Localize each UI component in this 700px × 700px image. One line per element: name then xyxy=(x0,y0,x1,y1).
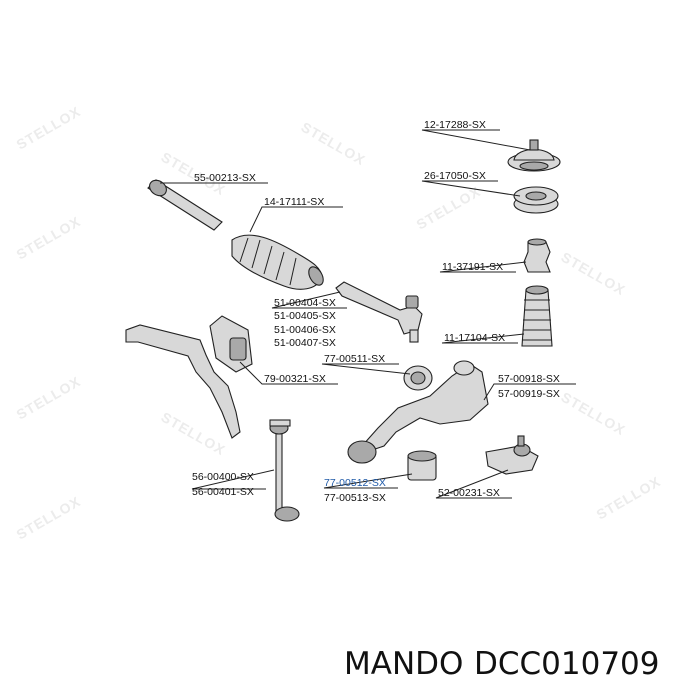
strut-bearing xyxy=(513,186,559,214)
watermark-text: STELLOX xyxy=(594,473,664,523)
watermark-text: STELLOX xyxy=(414,183,484,233)
label-11-37191: 11-37191-SX xyxy=(442,261,503,273)
watermark-text: STELLOX xyxy=(14,103,84,153)
label-12-17288: 12-17288-SX xyxy=(424,119,486,131)
tie-rod-end xyxy=(335,281,423,343)
watermark-text: STELLOX xyxy=(14,493,84,543)
bump-stop xyxy=(523,238,551,273)
label-51-00406: 51-00406-SX xyxy=(274,324,336,336)
steering-rack-boot xyxy=(231,234,324,290)
part-labels: 55-00213-SX 14-17111-SX 12-17288-SX 26-1… xyxy=(192,119,560,504)
watermark-text: STELLOX xyxy=(559,249,629,299)
stabilizer-bar xyxy=(125,324,241,439)
label-51-00407: 51-00407-SX xyxy=(274,337,336,349)
footer-brand: MANDO xyxy=(344,646,463,682)
lower-control-arm xyxy=(347,360,489,464)
stabilizer-link xyxy=(269,419,300,522)
label-51-00404: 51-00404-SX xyxy=(274,297,336,309)
label-57-00919: 57-00919-SX xyxy=(498,388,560,400)
ball-joint xyxy=(485,435,539,475)
label-52-00231: 52-00231-SX xyxy=(438,487,500,499)
footer: MANDO DCC010709 xyxy=(344,646,660,682)
leader-lines xyxy=(160,129,576,499)
watermark-text: STELLOX xyxy=(14,373,84,423)
label-56-00400: 56-00400-SX xyxy=(192,471,254,483)
control-arm-bushing-front xyxy=(403,365,433,391)
control-arm-bushing-rear xyxy=(407,450,437,481)
label-14-17111: 14-17111-SX xyxy=(264,196,324,208)
label-56-00401: 56-00401-SX xyxy=(192,486,254,498)
watermark-text: STELLOX xyxy=(299,119,369,169)
label-77-00512: 77-00512-SX xyxy=(324,477,386,489)
watermark-text: STELLOX xyxy=(559,389,629,439)
footer-part-number: DCC010709 xyxy=(474,646,660,682)
label-79-00321: 79-00321-SX xyxy=(264,373,326,385)
watermark-text: STELLOX xyxy=(159,409,229,459)
label-11-17104: 11-17104-SX xyxy=(444,332,505,344)
shock-dust-boot xyxy=(521,285,553,347)
label-77-00511: 77-00511-SX xyxy=(324,353,385,365)
label-51-00405: 51-00405-SX xyxy=(274,310,336,322)
inner-tie-rod xyxy=(147,179,223,231)
label-55-00213: 55-00213-SX xyxy=(194,172,256,184)
strut-top-mount xyxy=(507,139,561,172)
label-57-00918: 57-00918-SX xyxy=(498,373,560,385)
watermark-text: STELLOX xyxy=(14,213,84,263)
label-77-00513: 77-00513-SX xyxy=(324,492,386,504)
label-26-17050: 26-17050-SX xyxy=(424,170,486,182)
stabilizer-bushing xyxy=(209,315,253,373)
